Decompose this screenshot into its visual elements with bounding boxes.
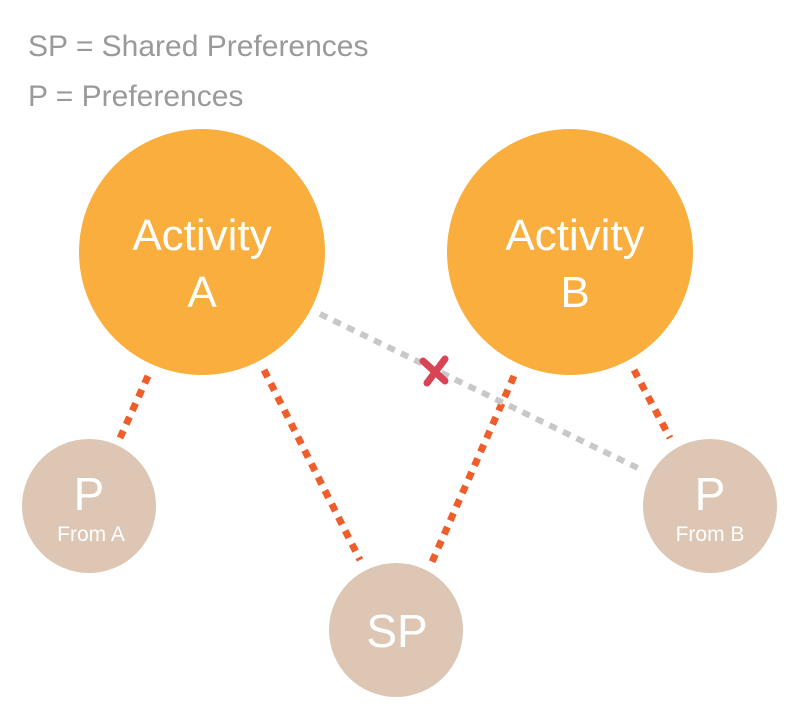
activity-b-label-line2: B <box>560 268 589 317</box>
activity-b-label-line1: Activity <box>505 211 644 260</box>
legend-preferences: P = Preferences <box>28 80 244 113</box>
sp-circle <box>329 563 463 697</box>
p-from-b-letter: P <box>695 468 726 520</box>
p-from-a-letter: P <box>74 468 105 520</box>
sp-label: SP <box>366 605 427 657</box>
legend-shared-preferences: SP = Shared Preferences <box>28 30 369 63</box>
activity-a-node: Activity A <box>79 129 325 375</box>
p-from-a-caption: From A <box>57 523 125 546</box>
link-activity-a-to-p-from-a <box>116 374 152 440</box>
link-activity-a-to-sp <box>260 368 364 562</box>
link-activity-b-to-sp <box>428 374 518 564</box>
connectors <box>116 311 674 564</box>
p-from-b-circle <box>643 439 777 573</box>
activity-a-label-line1: Activity <box>132 211 271 260</box>
sp-node: SP <box>329 563 463 697</box>
p-from-a-node: P From A <box>22 439 156 573</box>
activity-a-circle <box>79 129 325 375</box>
activity-b-node: Activity B <box>447 129 693 375</box>
p-from-a-circle <box>22 439 156 573</box>
link-activity-b-to-p-from-b <box>630 368 674 440</box>
activity-a-label-line2: A <box>187 268 217 317</box>
p-from-b-caption: From B <box>676 523 745 546</box>
activity-b-circle <box>447 129 693 375</box>
p-from-b-node: P From B <box>643 439 777 573</box>
blocked-x-icon <box>419 355 449 387</box>
